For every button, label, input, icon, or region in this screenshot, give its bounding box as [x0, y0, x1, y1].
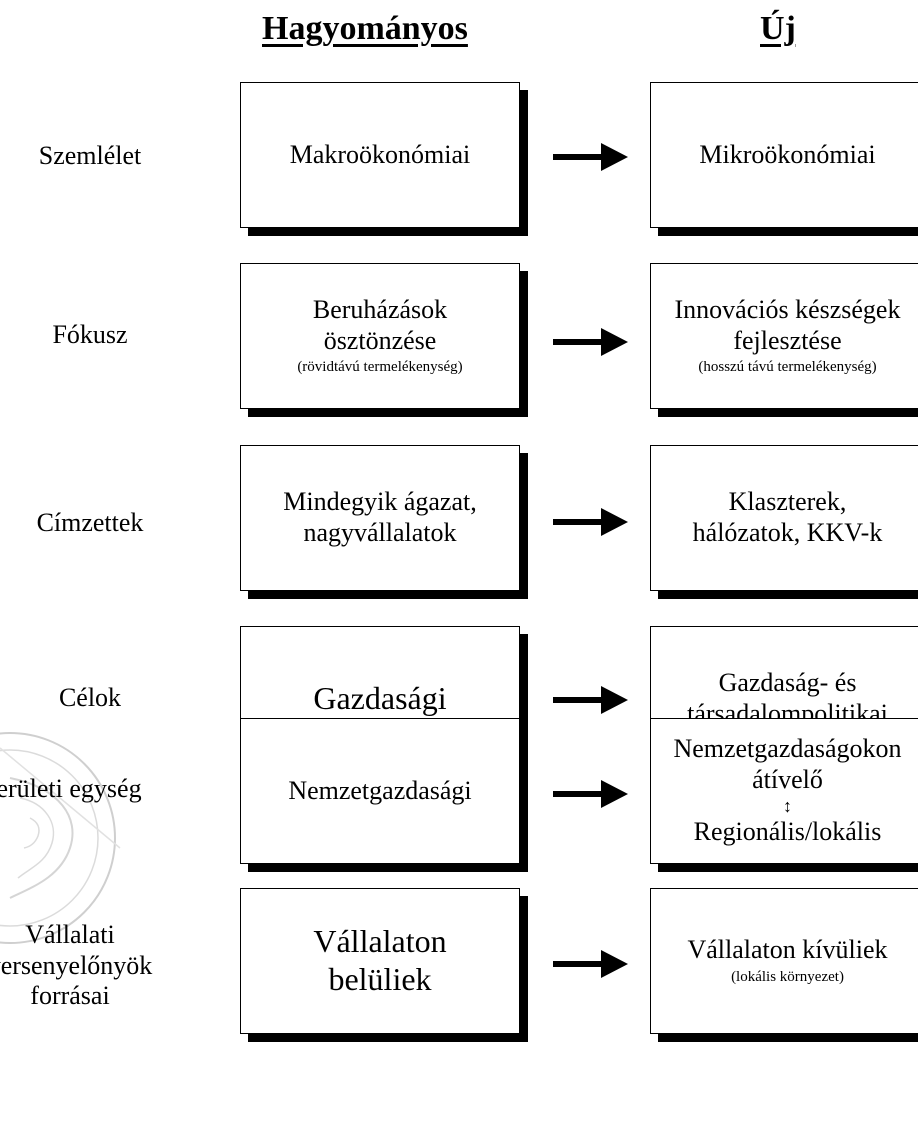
row-label-celok: Célok [58, 683, 122, 712]
box-traditional-fokusz: Beruházások ösztönzése (rövidtávú termel… [240, 263, 520, 409]
arrow-icon [553, 143, 628, 171]
box-new-cimzettek: Klaszterek, hálózatok, KKV-k [650, 445, 918, 591]
box-new-vallalati: Vállalaton kívüliek (lokális környezet) [650, 888, 918, 1034]
arrow-icon [553, 950, 628, 978]
box-new-teruleti-egyseg: Nemzetgazdaságokon átívelő ↕ Regionális/… [650, 718, 918, 864]
row-label-cimzettek: Címzettek [36, 508, 144, 537]
row-label-szemlelet: Szemlélet [38, 141, 142, 170]
row-label-teruleti-egyseg: Területi egység [0, 774, 142, 803]
arrow-icon [553, 328, 628, 356]
box-traditional-szemlelet: Makroökonómiai [240, 82, 520, 228]
header-new: Új [760, 10, 796, 47]
box-new-fokusz: Innovációs készségek fejlesztése (hosszú… [650, 263, 918, 409]
box-traditional-vallalati: Vállalaton belüliek [240, 888, 520, 1034]
watermark-seal-icon [0, 732, 121, 944]
bidirectional-arrow-icon: ↕ [783, 795, 792, 816]
box-new-szemlelet: Mikroökonómiai [650, 82, 918, 228]
arrow-icon [553, 780, 628, 808]
row-label-vallalati-versenyelonyok: Vállalati versenyelőnyök forrásai [0, 920, 153, 1011]
header-traditional: Hagyományos [262, 10, 468, 47]
arrow-icon [553, 686, 628, 714]
arrow-icon [553, 508, 628, 536]
box-traditional-cimzettek: Mindegyik ágazat, nagyvállalatok [240, 445, 520, 591]
box-traditional-teruleti-egyseg: Nemzetgazdasági [240, 718, 520, 864]
row-label-fokusz: Fókusz [52, 320, 128, 349]
